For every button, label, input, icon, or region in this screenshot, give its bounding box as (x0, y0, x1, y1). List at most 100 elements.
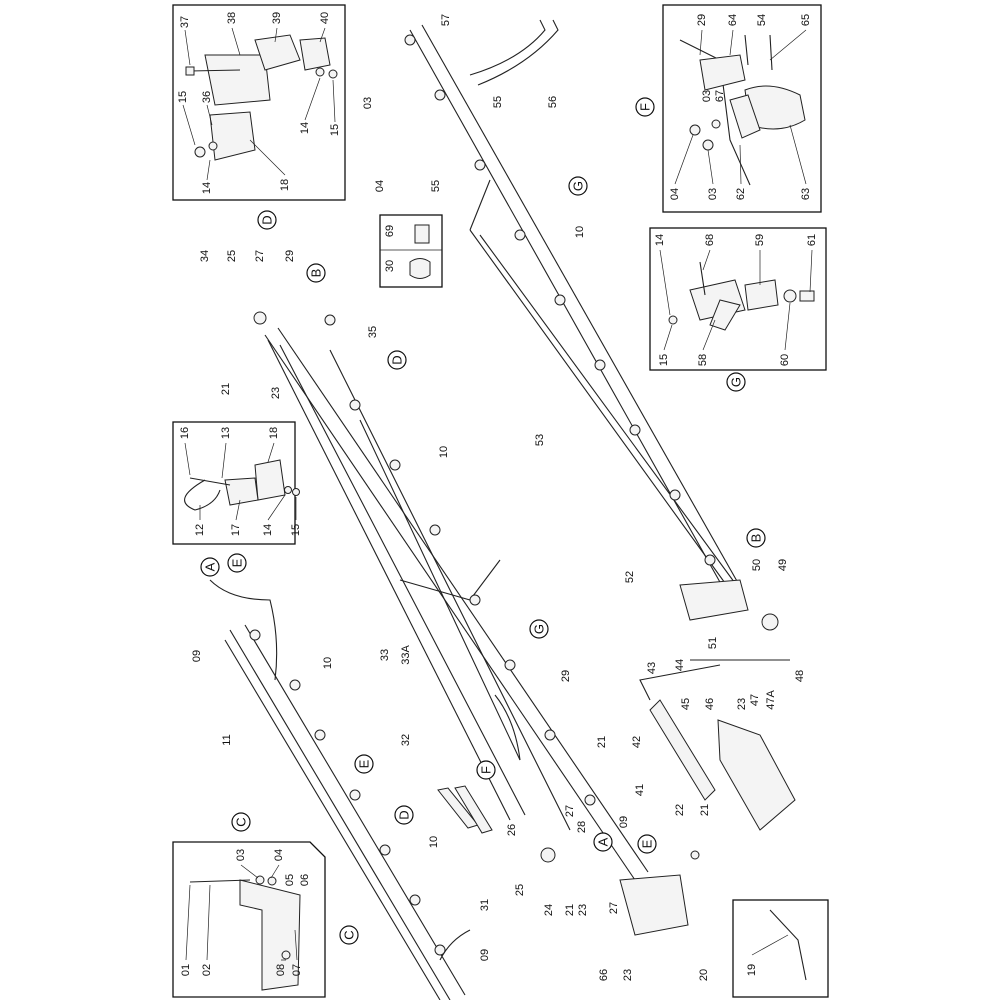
part-label-25: 25 (514, 884, 526, 896)
detail-box-d (172, 4, 346, 201)
callout-a: A (200, 557, 220, 577)
part-label-32: 32 (400, 734, 412, 746)
callout-circle (387, 350, 407, 370)
part-label-17: 17 (230, 524, 242, 536)
callout-a: A (593, 832, 613, 852)
callout-circle (593, 832, 613, 852)
callout-letter: D (397, 810, 412, 819)
part-label-27: 27 (564, 805, 576, 817)
part-label-40: 40 (319, 12, 331, 24)
part-label-21: 21 (699, 804, 711, 816)
callout-letter: F (479, 766, 494, 774)
part-label-28: 28 (576, 821, 588, 833)
part-label-29: 29 (696, 14, 708, 26)
callout-letter: A (203, 562, 218, 571)
part-label-47: 47 (749, 694, 761, 706)
part-label-36: 36 (201, 91, 213, 103)
detail-box-19 (732, 899, 829, 998)
part-label-66: 66 (598, 969, 610, 981)
part-label-29: 29 (284, 250, 296, 262)
callout-circle (635, 97, 655, 117)
callout-c: C (231, 812, 251, 832)
part-label-15: 15 (329, 124, 341, 136)
callout-letter: E (357, 759, 372, 768)
part-label-51: 51 (707, 637, 719, 649)
callout-e: E (637, 834, 657, 854)
part-label-09: 09 (191, 650, 203, 662)
part-label-47a: 47A (765, 690, 777, 710)
callout-d: D (387, 350, 407, 370)
callout-letter: C (342, 930, 357, 939)
callout-letter: B (309, 269, 324, 278)
part-label-62: 62 (735, 188, 747, 200)
boom-frame (209, 19, 796, 1000)
part-label-07: 07 (291, 964, 303, 976)
part-label-29: 29 (560, 670, 572, 682)
part-label-09: 09 (618, 816, 630, 828)
part-label-34: 34 (199, 250, 211, 262)
callout-b: B (746, 528, 766, 548)
part-label-03: 03 (235, 849, 247, 861)
part-label-37: 37 (179, 16, 191, 28)
callout-f: F (476, 760, 496, 780)
part-label-10: 10 (574, 226, 586, 238)
part-label-49: 49 (777, 559, 789, 571)
callout-e: E (227, 553, 247, 573)
part-label-14: 14 (262, 524, 274, 536)
part-label-38: 38 (226, 12, 238, 24)
part-label-13: 13 (220, 427, 232, 439)
part-label-33a: 33A (400, 645, 412, 665)
part-label-59: 59 (754, 234, 766, 246)
part-label-60: 60 (779, 354, 791, 366)
detail-box-c (172, 841, 326, 998)
part-label-23: 23 (577, 904, 589, 916)
part-label-65: 65 (800, 14, 812, 26)
part-label-14: 14 (299, 122, 311, 134)
callout-b: B (306, 263, 326, 283)
part-label-55: 55 (430, 180, 442, 192)
callout-letter: A (596, 837, 611, 846)
callout-letter: D (390, 355, 405, 364)
part-label-10: 10 (438, 446, 450, 458)
detail-box-f (662, 4, 822, 213)
part-label-27: 27 (254, 250, 266, 262)
part-label-18: 18 (268, 427, 280, 439)
part-label-05: 05 (284, 874, 296, 886)
callout-g: G (568, 176, 588, 196)
callout-circle (231, 812, 251, 832)
part-label-04: 04 (669, 188, 681, 200)
part-label-14: 14 (201, 182, 213, 194)
part-label-64: 64 (727, 14, 739, 26)
part-label-24: 24 (543, 904, 555, 916)
callout-circle (339, 925, 359, 945)
inset-69-30 (379, 214, 443, 288)
callout-g: G (726, 372, 746, 392)
part-label-03: 03 (707, 188, 719, 200)
callout-d: D (394, 805, 414, 825)
callout-letter: G (729, 377, 744, 387)
part-label-14: 14 (654, 234, 666, 246)
part-label-11: 11 (221, 734, 233, 745)
callout-circle (529, 619, 549, 639)
callout-letter: E (640, 839, 655, 848)
part-label-20: 20 (698, 969, 710, 981)
part-label-39: 39 (271, 12, 283, 24)
callout-circle (227, 553, 247, 573)
callout-circle (200, 557, 220, 577)
part-label-08: 08 (275, 964, 287, 976)
part-label-41: 41 (634, 784, 646, 796)
part-label-04: 04 (374, 180, 386, 192)
part-label-15: 15 (658, 354, 670, 366)
part-label-19: 19 (746, 964, 758, 976)
part-label-46: 46 (704, 698, 716, 710)
callout-letter: F (638, 103, 653, 111)
part-label-58: 58 (697, 354, 709, 366)
part-label-54: 54 (756, 14, 768, 26)
part-label-23: 23 (270, 387, 282, 399)
callout-circle (746, 528, 766, 548)
part-label-16: 16 (179, 427, 191, 439)
callout-circle (726, 372, 746, 392)
callout-letter: D (260, 215, 275, 224)
part-label-44: 44 (674, 659, 686, 671)
